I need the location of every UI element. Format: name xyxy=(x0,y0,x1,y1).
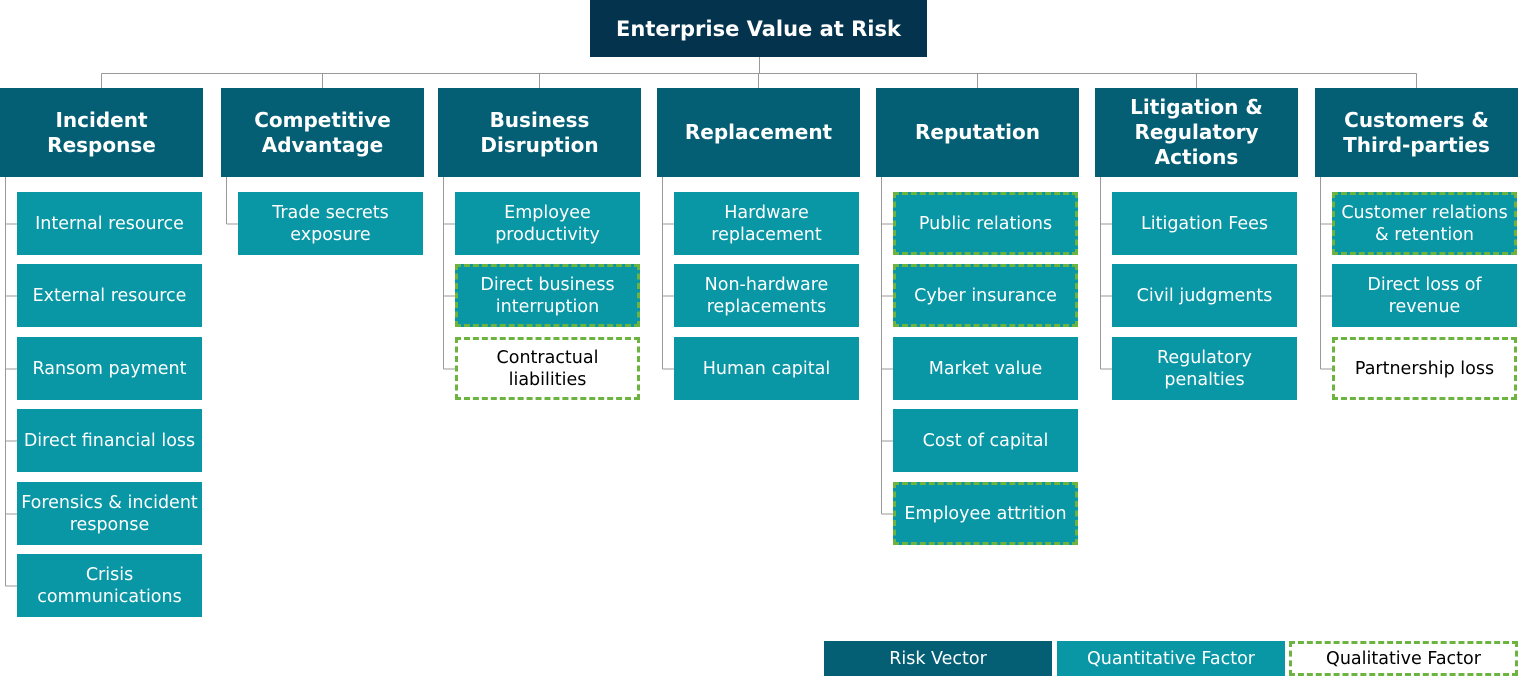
vector-reputation: Reputation xyxy=(876,88,1079,177)
factor-trade-secrets-exposure: Trade secrets exposure xyxy=(238,192,423,255)
legend-risk-vector: Risk Vector xyxy=(824,641,1052,676)
factor-internal-resource: Internal resource xyxy=(17,192,202,255)
factor-civil-judgments: Civil judgments xyxy=(1112,264,1297,327)
vector-replacement: Replacement xyxy=(657,88,860,177)
root-node: Enterprise Value at Risk xyxy=(590,0,927,57)
factor-contractual-liabilities: Contractual liabilities xyxy=(455,337,640,400)
factor-hardware-replacement: Hardware replacement xyxy=(674,192,859,255)
factor-market-value: Market value xyxy=(893,337,1078,400)
factor-customer-relations-and-retention: Customer relations & retention xyxy=(1332,192,1517,255)
factor-human-capital: Human capital xyxy=(674,337,859,400)
factor-partnership-loss: Partnership loss xyxy=(1332,337,1517,400)
factor-forensics-and-incident-response: Forensics & incident response xyxy=(17,482,202,545)
factor-litigation-fees: Litigation Fees xyxy=(1112,192,1297,255)
factor-employee-attrition: Employee attrition xyxy=(893,482,1078,545)
factor-direct-loss-of-revenue: Direct loss of revenue xyxy=(1332,264,1517,327)
factor-non-hardware-replacements: Non-hardware replacements xyxy=(674,264,859,327)
vector-business-disruption: Business Disruption xyxy=(438,88,641,177)
vector-customers-and-third-parties: Customers & Third-parties xyxy=(1315,88,1518,177)
factor-cost-of-capital: Cost of capital xyxy=(893,409,1078,472)
factor-ransom-payment: Ransom payment xyxy=(17,337,202,400)
factor-external-resource: External resource xyxy=(17,264,202,327)
legend-qualitative-factor: Qualitative Factor xyxy=(1289,641,1518,676)
vector-incident-response: Incident Response xyxy=(0,88,203,177)
factor-crisis-communications: Crisis communications xyxy=(17,554,202,617)
vector-competitive-advantage: Competitive Advantage xyxy=(221,88,424,177)
factor-direct-financial-loss: Direct financial loss xyxy=(17,409,202,472)
factor-regulatory-penalties: Regulatory penalties xyxy=(1112,337,1297,400)
factor-employee-productivity: Employee productivity xyxy=(455,192,640,255)
legend-quantitative-factor: Quantitative Factor xyxy=(1057,641,1285,676)
factor-cyber-insurance: Cyber insurance xyxy=(893,264,1078,327)
factor-public-relations: Public relations xyxy=(893,192,1078,255)
vector-litigation-and-regulatory-actions: Litigation & Regulatory Actions xyxy=(1095,88,1298,177)
factor-direct-business-interruption: Direct business interruption xyxy=(455,264,640,327)
